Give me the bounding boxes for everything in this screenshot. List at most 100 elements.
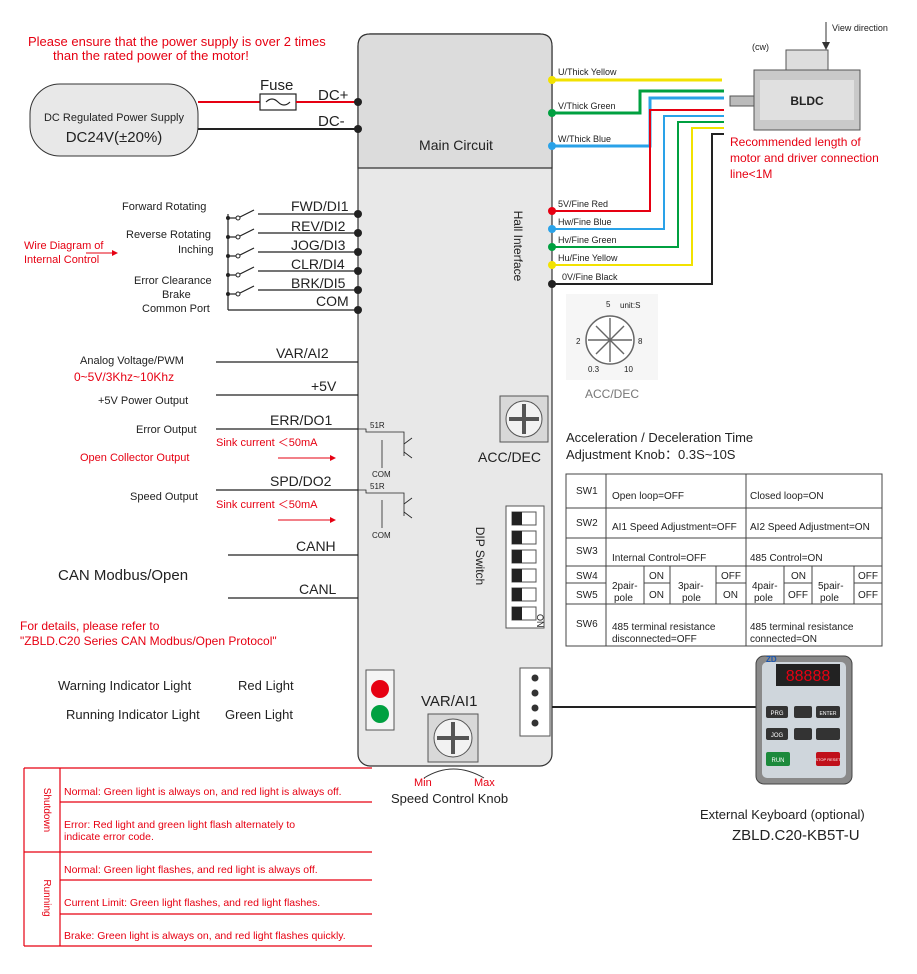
power-supply [29, 83, 199, 157]
wire-v-green [552, 89, 724, 115]
driver-terminal-6 [354, 267, 362, 275]
driver-terminal-5 [354, 248, 362, 256]
knob-rotation-arrow [423, 768, 485, 779]
key-jog[interactable] [766, 728, 788, 740]
keyboard-port-pins [531, 674, 539, 727]
status-shutdown-error-1: Error: Red light and green light flash a… [64, 819, 295, 831]
keyboard-display [776, 664, 840, 686]
canh-terminal: CANH [296, 538, 336, 554]
label-forward: Forward Rotating [122, 201, 206, 213]
error-com: COM [372, 470, 391, 479]
hall-hv-green [552, 121, 724, 248]
status-group-shutdown: Shutdown [41, 788, 52, 832]
dc-plus-label: DC+ [318, 87, 349, 104]
hall-wire-label-4: Hu/Fine Yellow [558, 253, 618, 263]
hall-5v-red [552, 109, 724, 212]
key-jog-label: JOG [771, 733, 784, 739]
spd-do2-terminal: SPD/DO2 [270, 473, 332, 489]
key-enter[interactable] [816, 706, 840, 718]
switch-blade-5 [237, 285, 255, 295]
wire-u-label: U/Thick Yellow [558, 67, 617, 77]
sw3-on: 485 Control=ON [750, 553, 823, 564]
input-clr: CLR/DI4 [291, 256, 345, 272]
scale-caption: ACC/DEC [585, 387, 639, 401]
green-light-label: Green Light [225, 707, 293, 722]
open-collector-note: Open Collector Output [80, 452, 189, 464]
motor-note-1: Recommended length of [730, 135, 861, 149]
keyboard-caption: External Keyboard (optional) [700, 807, 865, 822]
pole4-sw5: OFF [788, 590, 808, 601]
error-output-label: Error Output [136, 424, 197, 436]
status-shutdown-error-2: indicate error code. [64, 831, 154, 843]
key-up[interactable] [794, 706, 812, 718]
status-running-brake: Brake: Green light is always on, and red… [64, 930, 346, 942]
red-light-label: Red Light [238, 678, 294, 693]
switch-pivot-1 [235, 215, 241, 221]
pole2-a: 2pair- [612, 581, 638, 592]
main-circuit-label: Main Circuit [419, 137, 493, 153]
view-direction: View direction [832, 23, 888, 33]
var-ai2-terminal: VAR/AI2 [276, 345, 329, 361]
hall-terminal-3 [548, 243, 556, 251]
motor-rotation: (cw) [752, 42, 769, 52]
left-terminals [354, 98, 362, 314]
can-label: CAN Modbus/Open [58, 567, 188, 584]
switch-blade-4 [237, 266, 255, 276]
driver-terminal-7 [354, 286, 362, 294]
bus-node-1 [226, 216, 230, 220]
key-enter-label: ENTER [820, 711, 837, 717]
dip-lever-1 [512, 512, 522, 525]
scale-mark-10: 10 [624, 365, 633, 374]
knob-max: Max [474, 777, 495, 789]
status-running-current-limit: Current Limit: Green light flashes, and … [64, 897, 320, 909]
acc-dec-scale-cross [588, 318, 632, 362]
switch-pivot-4 [235, 272, 241, 278]
input-switches [226, 209, 358, 297]
error-resistor: 51R [370, 421, 385, 430]
err-do1-terminal: ERR/DO1 [270, 412, 332, 428]
hall-wire-label-2: Hw/Fine Blue [558, 217, 612, 227]
status-group-running: Running [41, 879, 52, 916]
scale-mark-03: 0.3 [588, 365, 600, 374]
sw6-off-1: 485 terminal resistance [612, 622, 716, 633]
status-running-normal: Normal: Green light flashes, and red lig… [64, 864, 318, 876]
key-right[interactable] [816, 728, 840, 740]
sw6-on-1: 485 terminal resistance [750, 622, 854, 633]
dip-switch-levers[interactable] [511, 511, 537, 621]
driver-terminal-3 [354, 210, 362, 218]
dip-lever-4 [512, 569, 522, 582]
acc-dec-title: Acceleration / Deceleration Time [566, 430, 753, 445]
input-jog: JOG/DI3 [291, 237, 346, 253]
can-note-2: "ZBLD.C20 Series CAN Modbus/Open Protoco… [20, 634, 277, 648]
key-down[interactable] [794, 728, 812, 740]
label-inching: Inching [178, 244, 213, 256]
pole4-b: pole [754, 593, 773, 604]
sw-table [565, 473, 883, 647]
bus-node-2 [226, 235, 230, 239]
switch-pivot-5 [235, 291, 241, 297]
driver-terminal-1 [354, 98, 362, 106]
hall-hw-blue [552, 115, 724, 230]
switch-pivot-2 [235, 234, 241, 240]
label-error-clearance: Error Clearance [134, 275, 212, 287]
key-prg[interactable] [766, 706, 788, 718]
sw6-label: SW6 [576, 619, 598, 630]
driver-terminal-8 [354, 306, 362, 314]
motor-note-2: motor and driver connection [730, 151, 879, 165]
scale-mark-8: 8 [638, 337, 643, 346]
speed-resistor: 51R [370, 482, 385, 491]
key-stop[interactable] [816, 752, 840, 766]
view-arrow-head [822, 42, 830, 50]
wire-diagram-note-2: Internal Control [24, 254, 99, 266]
label-common-port: Common Port [142, 303, 210, 315]
motor-note-3: line<1M [730, 167, 772, 181]
sw2-label: SW2 [576, 518, 598, 529]
error-transistor [358, 428, 413, 468]
error-sink-arrow-head [330, 455, 336, 461]
motor-label: BLDC [790, 94, 824, 108]
key-run[interactable] [766, 752, 790, 766]
pole5-b: pole [820, 593, 839, 604]
speed-com: COM [372, 531, 391, 540]
fuse-label: Fuse [260, 77, 293, 94]
